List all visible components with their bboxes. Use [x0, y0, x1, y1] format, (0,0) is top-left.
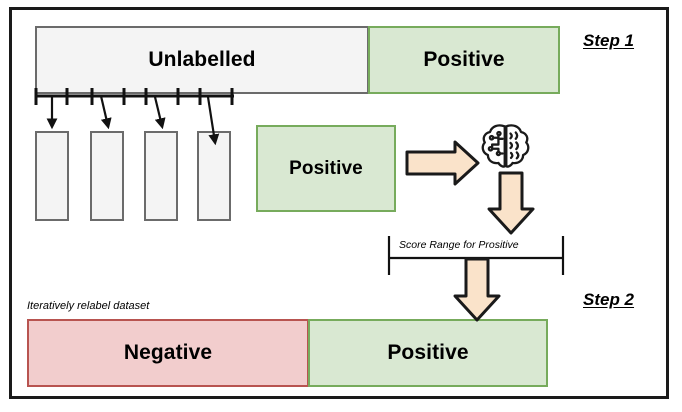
chunk-assign-arrow: [153, 96, 166, 130]
chunk-assign-arrow: [206, 96, 220, 146]
step-2-label: Step 2: [583, 290, 635, 309]
positive-segment-bottom: Positive: [308, 319, 548, 387]
chunk-assign-arrow: [99, 95, 112, 130]
arrow-right-icon: [405, 140, 480, 186]
negative-segment: Negative: [27, 319, 309, 387]
unlabelled-label: Unlabelled: [148, 48, 256, 71]
positive-subset-label: Positive: [289, 157, 363, 179]
relabel-note: Iteratively relabel dataset: [27, 300, 150, 312]
arrow-down-icon: [487, 171, 535, 235]
chunk-box: [90, 131, 124, 221]
step-1-label: Step 1: [583, 31, 635, 50]
positive-label-bottom: Positive: [387, 341, 469, 364]
negative-label: Negative: [123, 341, 213, 364]
chunk-box: [144, 131, 178, 221]
chunk-box: [197, 131, 231, 221]
positive-subset-box: Positive: [256, 125, 396, 212]
chunk-tick-rail: [34, 88, 234, 105]
unlabelled-segment: Unlabelled: [35, 26, 369, 94]
chunk-box: [35, 131, 69, 221]
positive-label-top: Positive: [423, 48, 505, 71]
arrow-down-icon: [453, 257, 501, 322]
score-range-label: Score Range for Prositive: [399, 239, 519, 251]
positive-segment-top: Positive: [368, 26, 560, 94]
brain-icon: [481, 124, 530, 168]
